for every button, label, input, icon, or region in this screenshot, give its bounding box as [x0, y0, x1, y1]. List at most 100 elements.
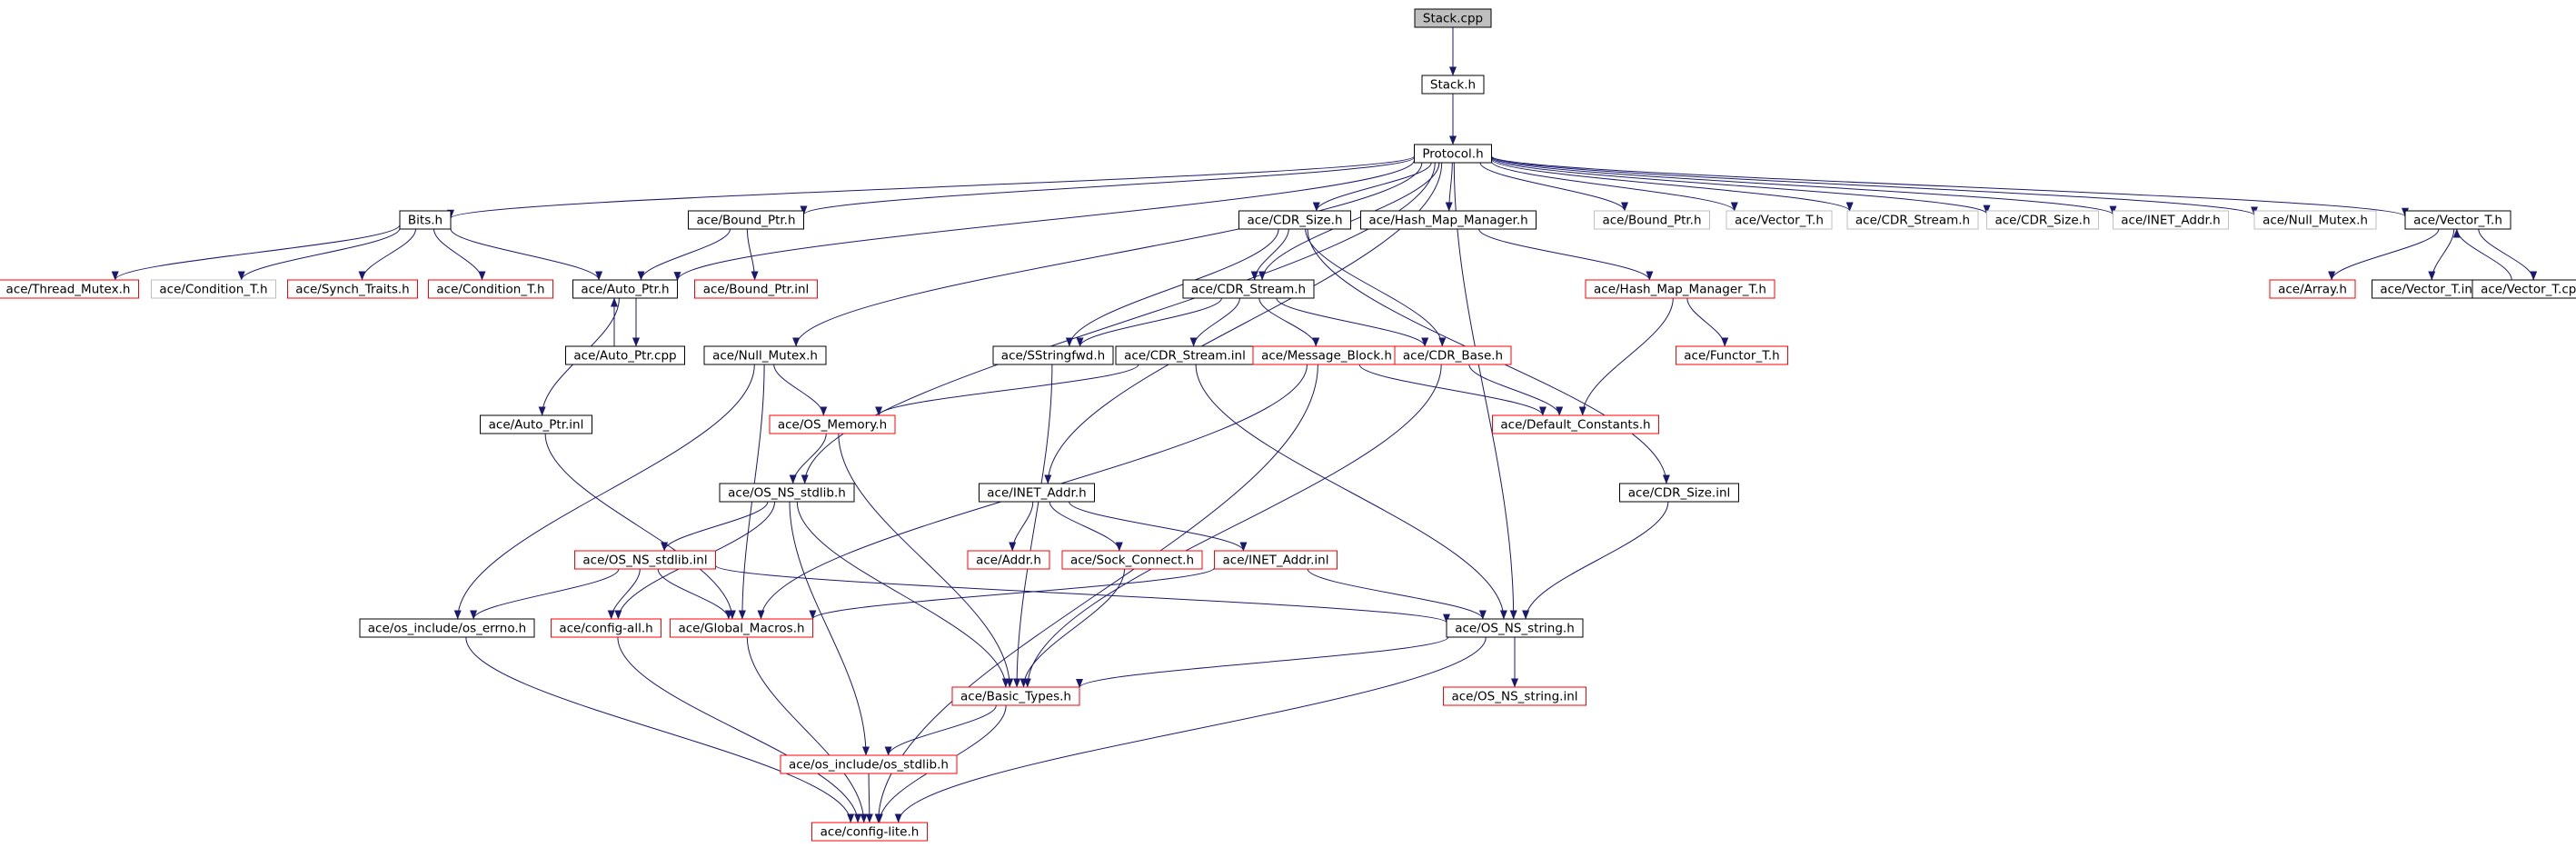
node-label: ace/Hash_Map_Manager_T.h	[1594, 283, 1766, 297]
node-label: ace/CDR_Stream.inl	[1124, 349, 1246, 364]
edge-protocol_h-to-bound_ptr_ext	[1479, 162, 1628, 212]
node-label: ace/Basic_Types.h	[960, 690, 1071, 704]
node-config-lite-h[interactable]: ace/config-lite.h	[811, 822, 928, 842]
node-label: ace/Message_Block.h	[1261, 349, 1392, 364]
node-vector-t-h[interactable]: ace/Vector_T.h	[2404, 210, 2511, 230]
node-basic-types-h[interactable]: ace/Basic_Types.h	[951, 686, 1080, 706]
node-box	[1585, 279, 1775, 299]
node-box	[1619, 483, 1739, 503]
node-global-macros-h[interactable]: ace/Global_Macros.h	[670, 618, 813, 638]
edge-protocol_h-to-auto_ptr_h	[673, 159, 1415, 282]
edge-vector_t_h-to-array_h	[2328, 228, 2440, 281]
node-box	[670, 618, 813, 638]
edge-inet_addr_h-to-sock_connect_h	[1049, 501, 1123, 552]
node-condition-t-h[interactable]: ace/Condition_T.h	[428, 279, 553, 299]
node-label: ace/Vector_T.inl	[2380, 283, 2475, 297]
node-bound-ptr-h[interactable]: ace/Bound_Ptr.h	[688, 210, 804, 230]
node-protocol-h[interactable]: Protocol.h	[1414, 144, 1492, 164]
node-inet-addr-ext[interactable]: ace/INET_Addr.h	[2113, 210, 2229, 230]
edge-cdr_stream_inl-to-os_ns_string_h	[1195, 364, 1507, 620]
edge-cdr_size_h-to-sstringfwd_h	[1065, 228, 1279, 347]
node-label: ace/Bound_Ptr.inl	[703, 283, 810, 297]
node-label: ace/INET_Addr.h	[987, 486, 1086, 501]
node-os-memory-h[interactable]: ace/OS_Memory.h	[769, 414, 896, 434]
node-box	[428, 279, 553, 299]
node-os-stdlib-h[interactable]: ace/os_include/os_stdlib.h	[780, 754, 958, 774]
node-auto-ptr-h[interactable]: ace/Auto_Ptr.h	[572, 279, 678, 299]
node-os-errno-h[interactable]: ace/os_include/os_errno.h	[359, 618, 535, 638]
node-stack-h[interactable]: Stack.h	[1421, 75, 1485, 95]
node-config-all-h[interactable]: ace/config-all.h	[551, 618, 661, 638]
node-auto-ptr-cpp[interactable]: ace/Auto_Ptr.cpp	[565, 345, 685, 365]
node-cdr-stream-inl[interactable]: ace/CDR_Stream.inl	[1115, 345, 1255, 365]
node-inet-addr-inl[interactable]: ace/INET_Addr.inl	[1214, 550, 1338, 570]
node-vector-t-cpp[interactable]: ace/Vector_T.cpp	[2472, 279, 2576, 299]
node-auto-ptr-inl[interactable]: ace/Auto_Ptr.inl	[480, 414, 592, 434]
node-cdr-size-ext[interactable]: ace/CDR_Size.h	[1986, 210, 2099, 230]
node-hash-map-manager-h[interactable]: ace/Hash_Map_Manager.h	[1360, 210, 1537, 230]
edge-bound_ptr_h-to-bound_ptr_inl	[746, 228, 759, 281]
node-sock-connect-h[interactable]: ace/Sock_Connect.h	[1061, 550, 1203, 570]
node-os-ns-stdlib-h[interactable]: ace/OS_NS_stdlib.h	[719, 483, 855, 503]
node-label: Protocol.h	[1422, 147, 1483, 162]
edge-bits_h-to-condition_t_ext	[237, 227, 401, 281]
edge-protocol_h-to-bound_ptr_h	[800, 156, 1415, 215]
edge-hash_map_manager_t_h-to-default_constants_h	[1578, 297, 1674, 416]
node-os-ns-stdlib-inl[interactable]: ace/OS_NS_stdlib.inl	[574, 550, 716, 570]
node-default-constants-h[interactable]: ace/Default_Constants.h	[1492, 414, 1659, 434]
node-os-ns-string-inl[interactable]: ace/OS_NS_string.inl	[1443, 686, 1586, 706]
node-vector-t-ext[interactable]: ace/Vector_T.h	[1726, 210, 1833, 230]
node-array-h[interactable]: ace/Array.h	[2269, 279, 2356, 299]
node-cdr-stream-h[interactable]: ace/CDR_Stream.h	[1182, 279, 1315, 299]
edge-hash_map_manager_t_h-to-functor_t_h	[1686, 297, 1729, 347]
edge-cdr_stream_h-to-cdr_base_h	[1276, 297, 1429, 347]
node-box	[359, 618, 535, 638]
node-stack-cpp[interactable]: Stack.cpp	[1414, 8, 1492, 28]
node-cdr-size-h[interactable]: ace/CDR_Size.h	[1238, 210, 1351, 230]
node-label: ace/os_include/os_errno.h	[368, 622, 526, 636]
node-label: ace/OS_NS_stdlib.inl	[582, 554, 707, 568]
edge-layer	[111, 27, 2538, 823]
node-cdr-stream-ext[interactable]: ace/CDR_Stream.h	[1846, 210, 1979, 230]
edge-cdr_stream_inl-to-os_memory_h	[875, 364, 1139, 416]
node-box	[951, 686, 1080, 706]
node-label: ace/os_include/os_stdlib.h	[789, 758, 949, 773]
edge-cdr_size_inl-to-os_ns_string_h	[1522, 501, 1669, 620]
edge-bits_h-to-condition_t_h	[433, 228, 486, 281]
node-condition-t-ext[interactable]: ace/Condition_T.h	[151, 279, 276, 299]
node-box	[2269, 279, 2356, 299]
node-inet-addr-h[interactable]: ace/INET_Addr.h	[979, 483, 1095, 503]
node-label: ace/SStringfwd.h	[1001, 349, 1105, 364]
node-box	[1421, 75, 1485, 95]
edge-cdr_stream_h-to-cdr_stream_inl	[1189, 297, 1240, 347]
node-label: ace/CDR_Size.inl	[1628, 486, 1731, 501]
edge-protocol_h-to-inet_addr_ext	[1491, 156, 2117, 215]
node-cdr-base-h[interactable]: ace/CDR_Base.h	[1394, 345, 1512, 365]
node-label: ace/CDR_Size.h	[1994, 214, 2090, 228]
node-bits-h[interactable]: Bits.h	[399, 210, 452, 230]
node-addr-h[interactable]: ace/Addr.h	[967, 550, 1050, 570]
node-label: ace/Auto_Ptr.inl	[489, 418, 584, 433]
node-sstringfwd-h[interactable]: ace/SStringfwd.h	[992, 345, 1114, 365]
node-label: ace/Vector_T.h	[1735, 214, 1824, 228]
node-synch-traits-h[interactable]: ace/Synch_Traits.h	[287, 279, 418, 299]
node-functor-t-h[interactable]: ace/Functor_T.h	[1676, 345, 1788, 365]
node-label: ace/config-lite.h	[821, 825, 920, 840]
node-hash-map-manager-t-h[interactable]: ace/Hash_Map_Manager_T.h	[1585, 279, 1775, 299]
node-cdr-size-inl[interactable]: ace/CDR_Size.inl	[1619, 483, 1739, 503]
node-null-mutex-h[interactable]: ace/Null_Mutex.h	[703, 345, 827, 365]
node-bound-ptr-inl[interactable]: ace/Bound_Ptr.inl	[694, 279, 818, 299]
edge-cdr_base_h-to-basic_types_h	[1023, 364, 1442, 688]
node-null-mutex-ext[interactable]: ace/Null_Mutex.h	[2253, 210, 2377, 230]
node-bound-ptr-ext[interactable]: ace/Bound_Ptr.h	[1594, 210, 1710, 230]
node-vector-t-inl[interactable]: ace/Vector_T.inl	[2372, 279, 2484, 299]
node-thread-mutex-h[interactable]: ace/Thread_Mutex.h	[0, 279, 139, 299]
node-box	[703, 345, 827, 365]
node-box	[1414, 8, 1492, 28]
node-label: ace/Bound_Ptr.h	[696, 214, 795, 228]
node-os-ns-string-h[interactable]: ace/OS_NS_string.h	[1446, 618, 1584, 638]
node-box	[399, 210, 452, 230]
node-box	[1214, 550, 1338, 570]
node-message-block-h[interactable]: ace/Message_Block.h	[1252, 345, 1401, 365]
